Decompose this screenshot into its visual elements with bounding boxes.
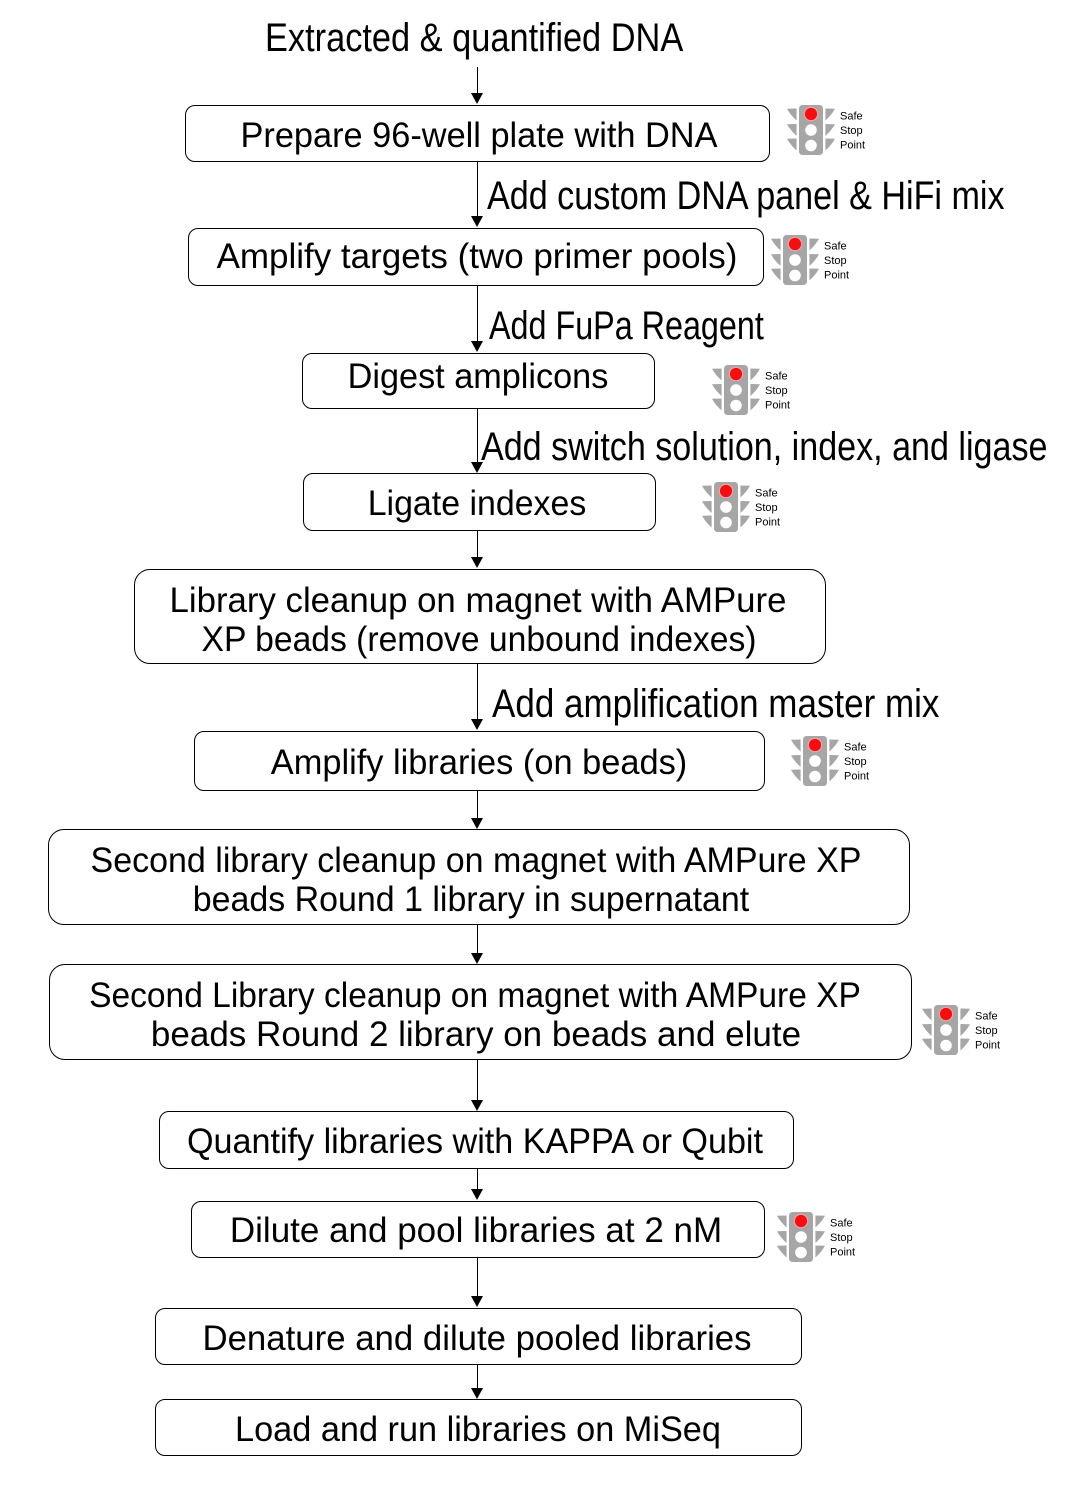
svg-text:Stop: Stop	[844, 755, 867, 767]
svg-text:Point: Point	[844, 770, 869, 782]
svg-text:Safe: Safe	[844, 741, 867, 753]
svg-text:Point: Point	[765, 400, 790, 412]
svg-text:Point: Point	[824, 270, 849, 282]
svg-text:Safe: Safe	[840, 110, 863, 122]
svg-text:Safe: Safe	[824, 240, 847, 252]
svg-text:Stop: Stop	[824, 255, 847, 267]
svg-text:Stop: Stop	[755, 501, 778, 513]
svg-text:Point: Point	[975, 1040, 1000, 1052]
svg-text:Safe: Safe	[755, 487, 778, 499]
svg-text:Point: Point	[830, 1247, 855, 1259]
svg-text:Stop: Stop	[975, 1025, 998, 1037]
svg-text:Safe: Safe	[830, 1217, 853, 1229]
svg-text:Stop: Stop	[765, 385, 788, 397]
svg-text:Safe: Safe	[765, 370, 788, 382]
svg-text:Point: Point	[755, 516, 780, 528]
svg-text:Stop: Stop	[840, 125, 863, 137]
svg-text:Point: Point	[840, 140, 865, 152]
svg-text:Safe: Safe	[975, 1010, 998, 1022]
svg-text:Stop: Stop	[830, 1232, 853, 1244]
